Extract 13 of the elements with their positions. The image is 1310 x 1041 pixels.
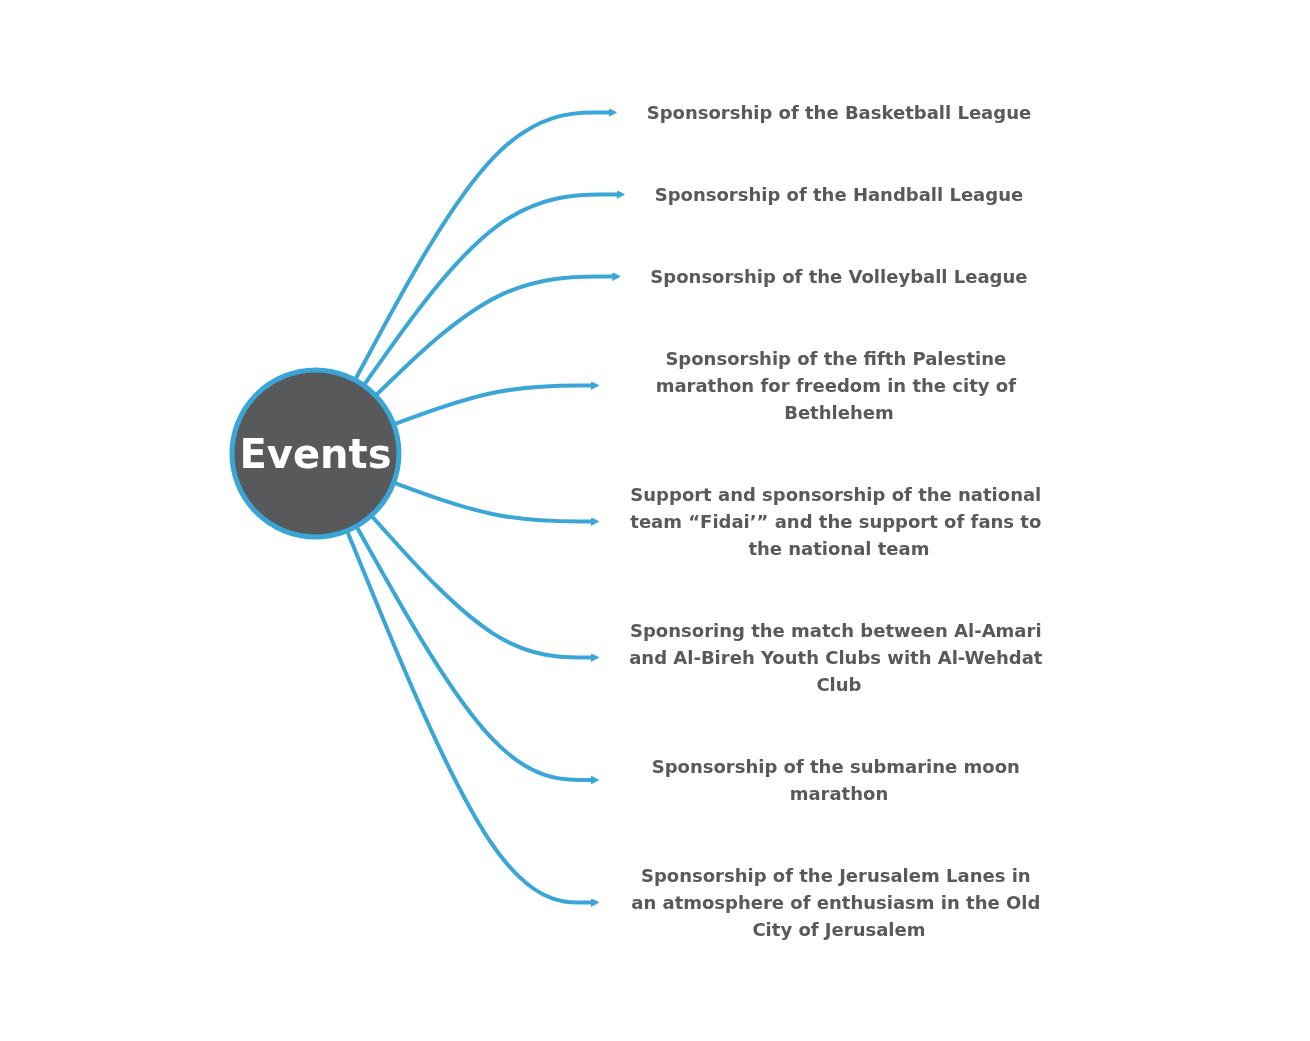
node-text: Sponsorship of the Basketball League [646, 101, 1031, 123]
node-circle: Events [229, 367, 401, 539]
node-text: Sponsorship of the submarine moon marathon [651, 755, 1020, 804]
arrow [344, 529, 599, 907]
arrow [373, 271, 621, 397]
node-text: Sponsorship of the Volleyball League [649, 265, 1028, 287]
node-text: Sponsoring the match between Al-Amari and Al-Bireh Youth Clubs with Al-Wehdat Club [628, 619, 1042, 695]
node-text: Sponsorship of the Handball League [654, 183, 1023, 205]
arrow [352, 107, 617, 381]
node-text: Sponsorship of the fifth Palestine marathon for freedom in the city of Bethlehem [655, 347, 1016, 423]
node-text: Sponsorship of the Jerusalem Lanes in an atmosphere of enthusiasm in the Old City of Jerusalem [630, 864, 1040, 940]
arrow [369, 513, 599, 662]
node-text: Support and sponsorship of the national team “Fidai’” and the support of fans to the national team [629, 483, 1041, 559]
